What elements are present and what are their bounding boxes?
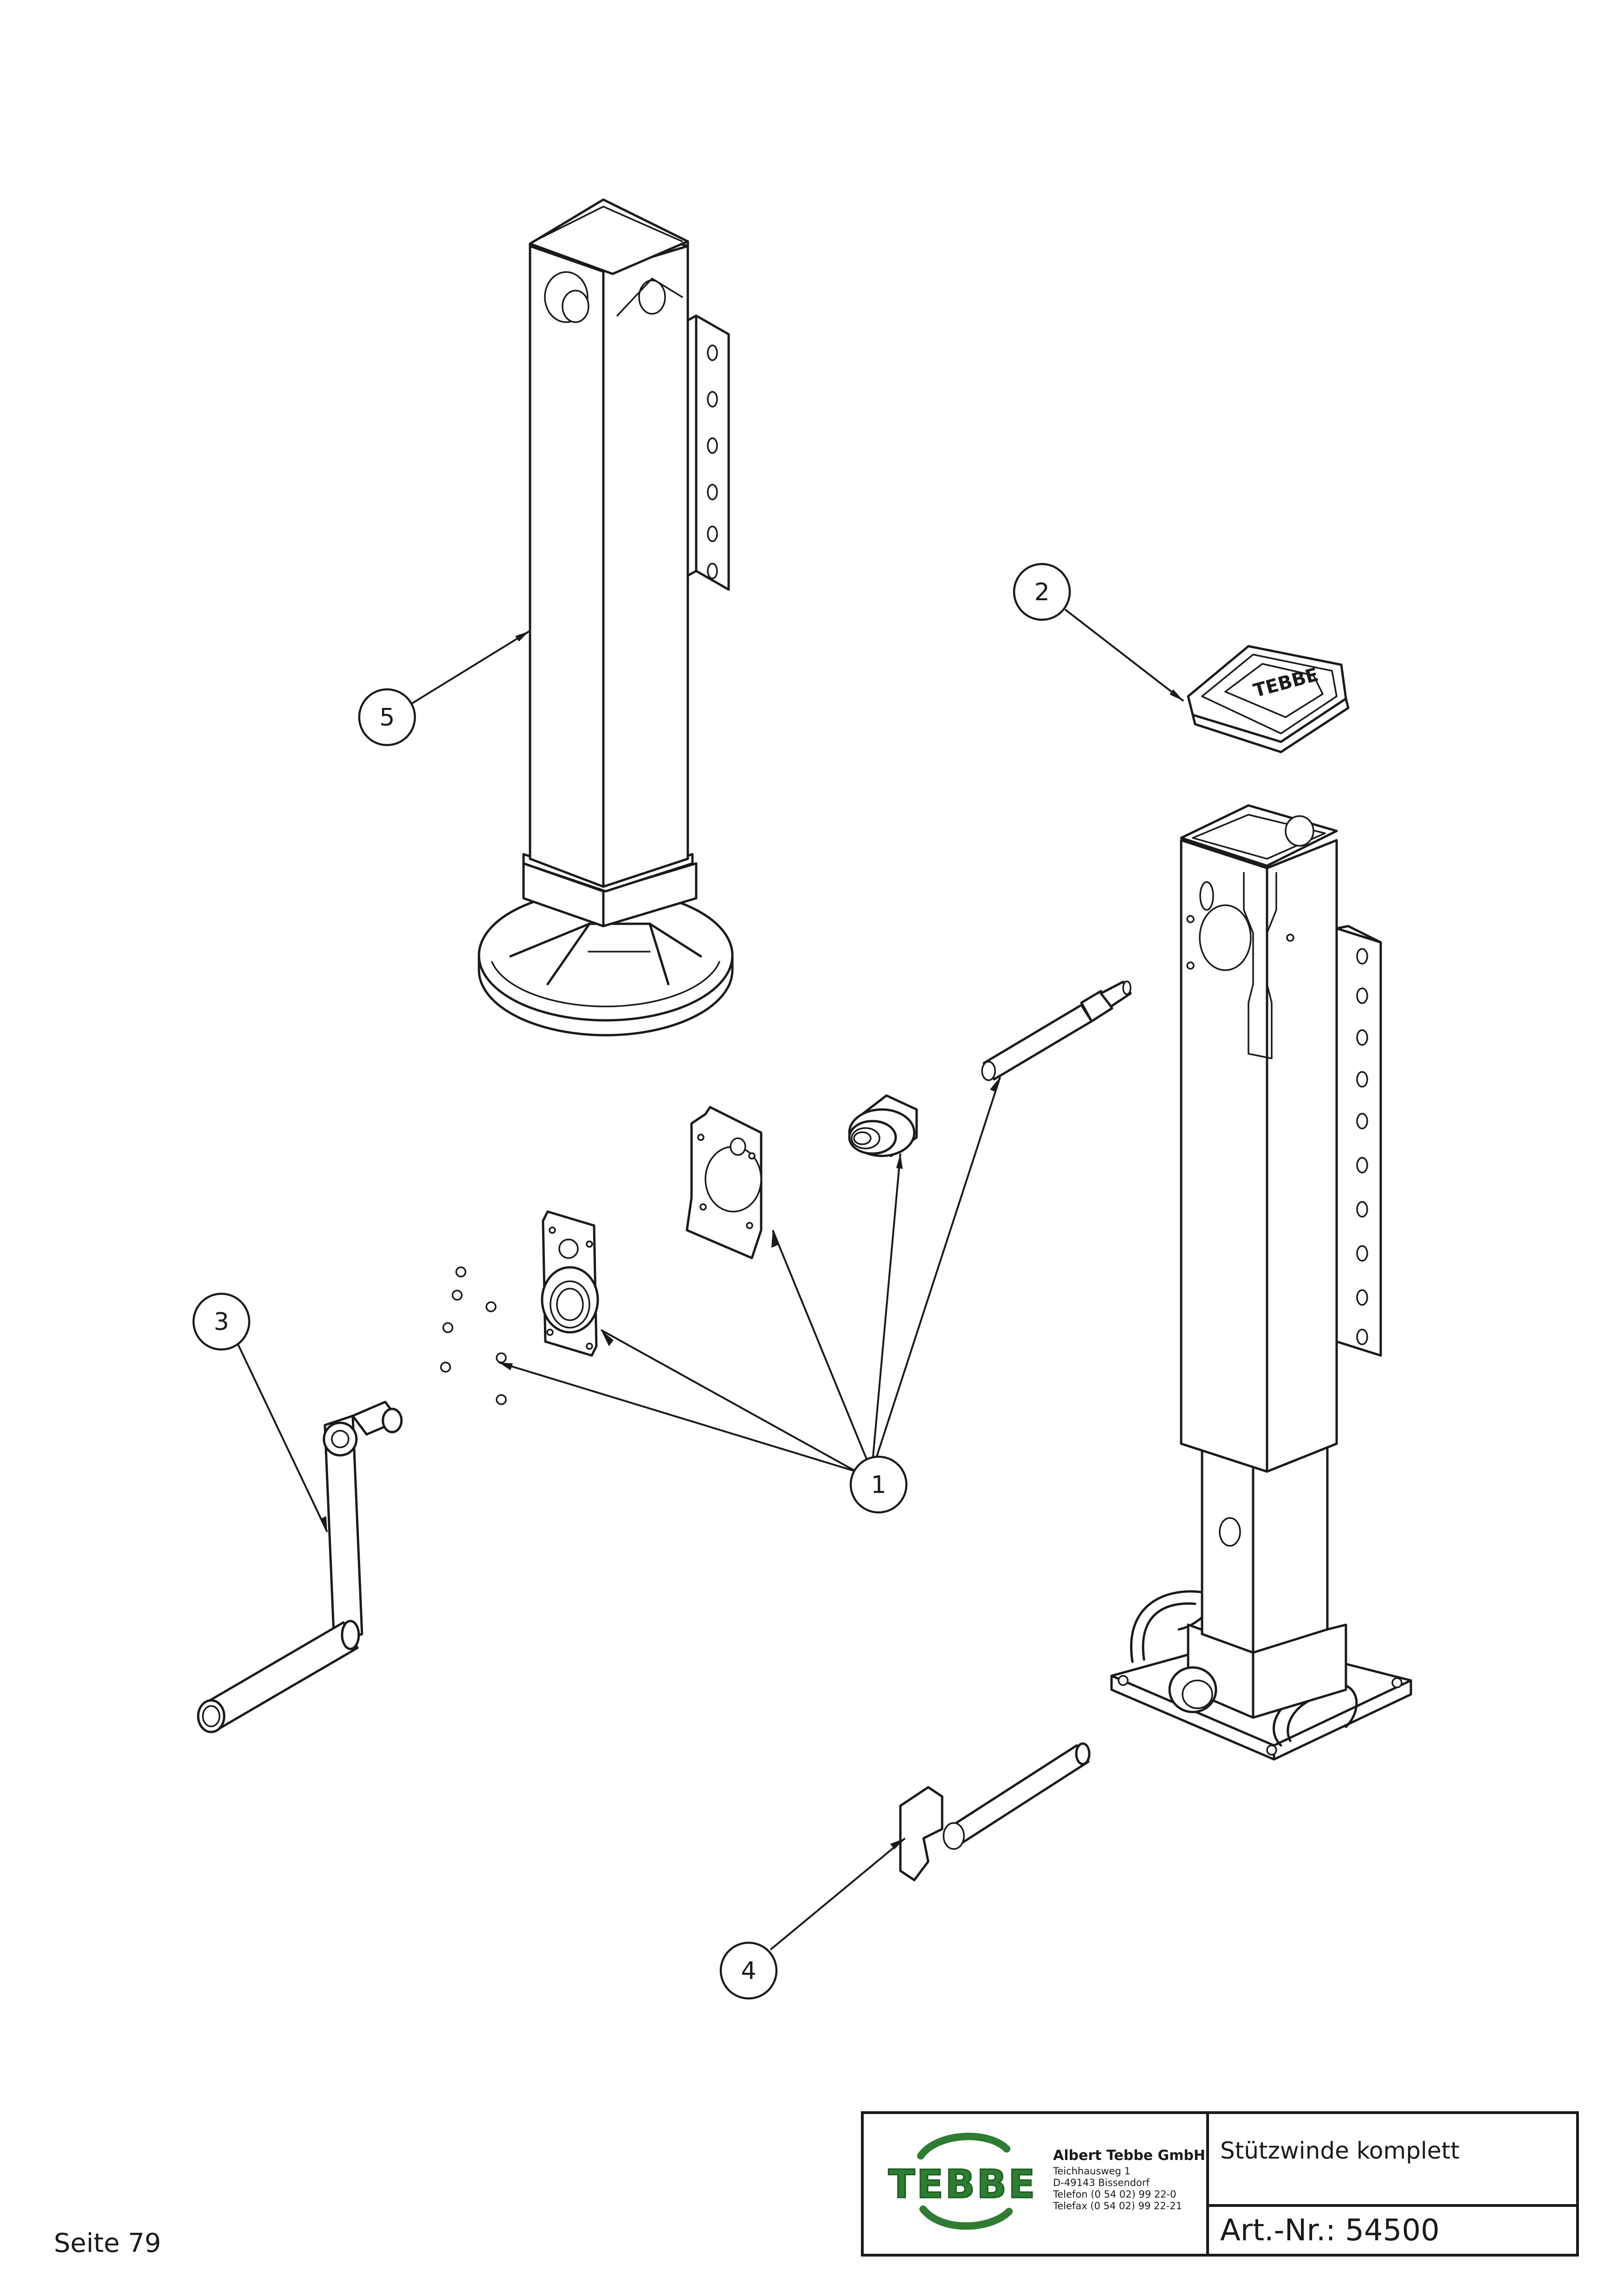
part-1-shaft (981, 980, 1132, 1081)
company-name: Albert Tebbe GmbH (1053, 2147, 1205, 2164)
company-city: D-49143 Bissendorf (1053, 2177, 1150, 2188)
leader-lines (236, 609, 1184, 1951)
balloon-1: 1 (849, 1455, 908, 1514)
title-block: TEBBE Albert Tebbe GmbH Teichhausweg 1 D… (861, 2111, 1579, 2257)
article-number: Art.-Nr.: 54500 (1220, 2213, 1440, 2248)
svg-text:2: 2 (1034, 578, 1049, 606)
balloon-2: 2 (1013, 563, 1071, 621)
svg-text:5: 5 (379, 704, 394, 732)
svg-text:4: 4 (741, 1957, 756, 1985)
balloon-4: 4 (719, 1941, 778, 2000)
part-1-bearing-bushing (848, 1094, 918, 1157)
title-block-logo-cell: TEBBE Albert Tebbe GmbH Teichhausweg 1 D… (864, 2114, 1209, 2254)
balloon-3: 3 (192, 1292, 251, 1351)
tebbe-logo: TEBBE (872, 2133, 1053, 2230)
part-2-top-cap: TEBBE (1187, 645, 1350, 753)
part-1-screws (440, 1266, 507, 1405)
company-address: Albert Tebbe GmbH Teichhausweg 1 D-49143… (1053, 2147, 1211, 2212)
drawing-title: Stützwinde komplett (1209, 2114, 1576, 2207)
company-street: Teichhausweg 1 (1053, 2166, 1131, 2177)
mounting-holes (1356, 948, 1368, 1345)
page-number: Seite 79 (54, 2228, 162, 2258)
company-phone: Telefon (0 54 02) 99 22-0 (1053, 2189, 1177, 2200)
svg-text:1: 1 (871, 1471, 886, 1499)
part-5-support-leg-round-foot (478, 198, 734, 1037)
part-4-lever (899, 1742, 1091, 1881)
assembled-support-leg (1110, 804, 1412, 1761)
part-1-bearing-flange (541, 1210, 599, 1357)
part-1-gasket-plate (685, 1106, 763, 1259)
part-3-crank-handle (197, 1401, 403, 1733)
svg-text:3: 3 (213, 1308, 229, 1336)
balloon-5: 5 (358, 688, 416, 746)
svg-text:TEBBE: TEBBE (888, 2161, 1037, 2207)
arrowheads (320, 631, 1183, 1849)
company-fax: Telefax (0 54 02) 99 22-21 (1053, 2200, 1182, 2212)
